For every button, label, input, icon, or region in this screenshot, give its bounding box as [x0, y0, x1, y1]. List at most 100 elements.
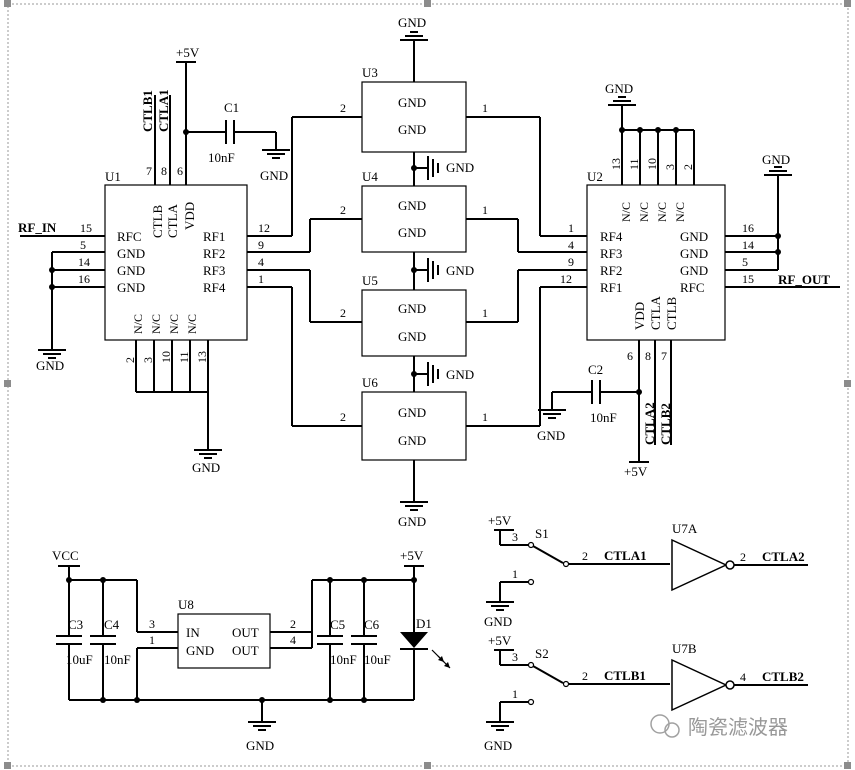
svg-text:RFC: RFC	[680, 280, 705, 295]
svg-text:U8: U8	[178, 597, 194, 612]
svg-text:11: 11	[627, 158, 641, 170]
svg-text:10nF: 10nF	[590, 410, 617, 425]
svg-text:VDD: VDD	[182, 202, 197, 230]
svg-text:1: 1	[482, 306, 488, 320]
svg-text:GND: GND	[36, 358, 64, 373]
svg-text:U6: U6	[362, 375, 378, 390]
svg-text:6: 6	[627, 349, 633, 363]
svg-text:C2: C2	[588, 362, 603, 377]
svg-text:CTLB2: CTLB2	[762, 669, 804, 684]
svg-text:4: 4	[568, 238, 574, 252]
svg-text:GND: GND	[680, 246, 708, 261]
svg-text:U5: U5	[362, 273, 378, 288]
frame-handle[interactable]	[844, 0, 851, 7]
svg-text:16: 16	[742, 221, 754, 235]
svg-text:N/C: N/C	[673, 202, 687, 222]
svg-text:GND: GND	[762, 152, 790, 167]
rf-in-label: RF_IN	[18, 220, 57, 235]
svg-text:GND: GND	[398, 405, 426, 420]
svg-text:10uF: 10uF	[66, 652, 93, 667]
svg-text:15: 15	[742, 272, 754, 286]
svg-text:2: 2	[582, 549, 588, 563]
svg-text:2: 2	[340, 410, 346, 424]
svg-text:C4: C4	[104, 617, 120, 632]
svg-text:GND: GND	[192, 460, 220, 475]
svg-text:GND: GND	[398, 329, 426, 344]
svg-text:12: 12	[560, 272, 572, 286]
svg-text:GND: GND	[186, 643, 214, 658]
svg-text:3: 3	[149, 617, 155, 631]
svg-text:2: 2	[740, 550, 746, 564]
svg-text:GND: GND	[680, 229, 708, 244]
switch-ic-u2: U2 RF4 RF3 RF2 RF1 GND GND GND RFC N/C N…	[518, 81, 840, 479]
svg-text:1: 1	[482, 101, 488, 115]
watermark: 陶瓷滤波器	[650, 714, 788, 739]
svg-text:14: 14	[78, 255, 90, 269]
frame-handle[interactable]	[424, 0, 431, 7]
svg-text:GND: GND	[680, 263, 708, 278]
svg-text:6: 6	[177, 164, 183, 178]
svg-text:14: 14	[742, 238, 754, 252]
regulator-u8	[177, 613, 271, 669]
frame-handle[interactable]	[844, 762, 851, 769]
frame-handle[interactable]	[4, 0, 11, 7]
svg-text:1: 1	[512, 687, 518, 701]
svg-text:RF1: RF1	[600, 280, 622, 295]
svg-text:RF4: RF4	[600, 229, 623, 244]
svg-text:GND: GND	[398, 122, 426, 137]
svg-text:13: 13	[195, 351, 209, 363]
frame-handle[interactable]	[4, 380, 11, 387]
svg-text:IN: IN	[186, 625, 200, 640]
svg-text:D1: D1	[416, 616, 432, 631]
switch-ic-u1: U1 RFC GND GND GND RF1 RF2 RF3 RF4 CTLB …	[18, 45, 310, 475]
frame-handle[interactable]	[4, 762, 11, 769]
svg-text:11: 11	[177, 351, 191, 363]
control-switch-s1: +5V 3 S1 2 CTLA1 1 GND	[484, 513, 670, 629]
svg-text:OUT: OUT	[232, 625, 259, 640]
svg-text:RFC: RFC	[117, 229, 142, 244]
svg-text:+5V: +5V	[176, 45, 200, 60]
svg-text:N/C: N/C	[637, 202, 651, 222]
svg-text:1: 1	[149, 633, 155, 647]
svg-text:U7A: U7A	[672, 521, 698, 536]
svg-text:N/C: N/C	[185, 314, 199, 334]
svg-text:GND: GND	[398, 433, 426, 448]
frame-handle[interactable]	[424, 762, 431, 769]
svg-text:2: 2	[340, 101, 346, 115]
svg-text:C5: C5	[330, 617, 345, 632]
attenuator-u6: U6 GND GND 2 1 GND	[291, 287, 541, 529]
frame-handle[interactable]	[844, 380, 851, 387]
svg-text:CTLB1: CTLB1	[604, 668, 646, 683]
svg-text:GND: GND	[484, 738, 512, 753]
svg-text:4: 4	[258, 255, 264, 269]
svg-text:GND: GND	[446, 367, 474, 382]
svg-text:9: 9	[258, 238, 264, 252]
svg-text:3: 3	[512, 530, 518, 544]
svg-text:15: 15	[80, 221, 92, 235]
interstage-grounds: GND GND GND	[411, 152, 474, 392]
svg-text:5: 5	[742, 255, 748, 269]
svg-text:5: 5	[80, 238, 86, 252]
svg-text:+5V: +5V	[488, 513, 512, 528]
svg-text:7: 7	[661, 349, 667, 363]
svg-text:10: 10	[645, 158, 659, 170]
svg-text:CTLB: CTLB	[150, 204, 165, 238]
svg-text:10uF: 10uF	[364, 652, 391, 667]
svg-text:1: 1	[568, 221, 574, 235]
svg-text:2: 2	[582, 669, 588, 683]
svg-text:C1: C1	[224, 100, 239, 115]
svg-text:N/C: N/C	[655, 202, 669, 222]
svg-text:RF3: RF3	[203, 263, 225, 278]
svg-text:OUT: OUT	[232, 643, 259, 658]
svg-text:16: 16	[78, 272, 90, 286]
svg-text:+5V: +5V	[400, 548, 424, 563]
svg-text:2: 2	[290, 617, 296, 631]
svg-text:+5V: +5V	[488, 633, 512, 648]
svg-text:+5V: +5V	[624, 464, 648, 479]
svg-text:S1: S1	[535, 526, 549, 541]
led-d1	[400, 632, 428, 648]
svg-text:RF4: RF4	[203, 280, 226, 295]
svg-text:2: 2	[340, 203, 346, 217]
svg-text:U4: U4	[362, 169, 378, 184]
